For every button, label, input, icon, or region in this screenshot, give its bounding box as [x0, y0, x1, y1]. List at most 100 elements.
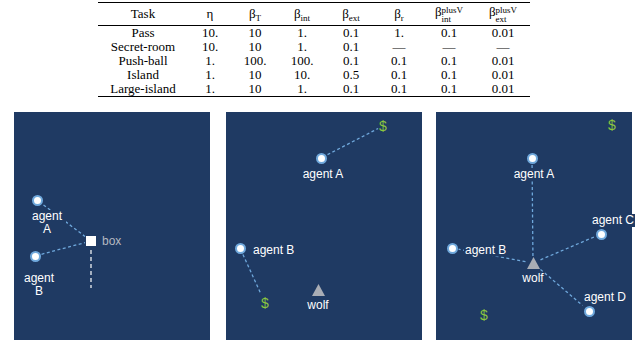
table-cell: 0.01: [476, 82, 530, 97]
table-cell-text: 0.1: [343, 53, 359, 68]
table-cell-text: η: [207, 6, 214, 21]
table-cell: 100.: [232, 54, 278, 68]
dashed-connector: [243, 255, 260, 294]
table-cell-text: —: [393, 39, 406, 54]
header-cell: βT: [232, 3, 278, 26]
table-cell-text: int: [442, 15, 464, 24]
table-cell: 1.: [278, 40, 326, 54]
table-cell-text: 1.: [205, 81, 215, 96]
table-cell: 0.1: [326, 26, 376, 41]
table-cell-text: β: [294, 6, 301, 21]
table-cell: Push-ball: [98, 54, 188, 68]
table-cell: 10.: [188, 26, 232, 41]
triangle-shape: [527, 257, 540, 269]
table-cell-text: 100.: [244, 53, 267, 68]
table-cell: 1.: [376, 26, 422, 41]
table-cell: 0.1: [326, 82, 376, 97]
reward-text: $: [261, 295, 269, 311]
table-row: Secret-room10.101.0.1———: [98, 40, 530, 54]
agent-label: agent B: [252, 244, 295, 257]
agent-label: agent B: [464, 244, 507, 257]
table-cell-text: ext: [496, 15, 518, 24]
agent-circle: agent C: [596, 229, 607, 240]
header-cell: βint: [278, 3, 326, 26]
header-cell: βr: [376, 3, 422, 26]
table-cell: 10: [232, 82, 278, 97]
agent-circle: agent A: [316, 153, 327, 164]
dashed-connector: [541, 269, 583, 305]
hyperparameter-table: TaskηβTβintβextβrβplusVintβplusVextPass1…: [98, 2, 530, 97]
table-cell: Secret-room: [98, 40, 188, 54]
table-cell-text: 0.1: [343, 81, 359, 96]
triangle-fill: [312, 284, 325, 296]
table-cell: 100.: [278, 54, 326, 68]
agent-label: agent B: [20, 272, 58, 298]
table-cell-text: plusV: [496, 6, 518, 15]
wolf-label: wolf: [306, 299, 329, 312]
table-cell-text: 0.1: [391, 81, 407, 96]
table-cell-text: β: [342, 6, 349, 21]
agent-circle: agent B: [447, 243, 458, 254]
agent-label: agent A: [513, 168, 556, 181]
agent-circle: agent B: [30, 251, 41, 262]
table-cell-text: 0.01: [492, 81, 515, 96]
table-cell: 1.: [188, 82, 232, 97]
table-cell: 0.1: [422, 54, 476, 68]
table-cell: 10.: [188, 40, 232, 54]
header-row: TaskηβTβintβextβrβplusVintβplusVext: [98, 3, 530, 26]
table-cell-text: int: [301, 13, 311, 23]
reward-text: $: [379, 118, 387, 134]
table-cell-text: 100.: [291, 53, 314, 68]
agent-circle: agent D: [584, 306, 595, 317]
table-cell: 0.1: [376, 68, 422, 82]
table-cell-text: T: [256, 13, 262, 23]
table-cell: 0.1: [422, 26, 476, 41]
table-cell-text: 0.1: [441, 25, 457, 40]
table-cell: Large-island: [98, 82, 188, 97]
table-cell: 10: [232, 26, 278, 41]
table-cell-text: 0.1: [441, 53, 457, 68]
agent-label: agent C: [591, 214, 635, 227]
dashed-connector: [328, 129, 379, 155]
agent-circle: agent A: [32, 195, 43, 206]
table-cell: 0.1: [422, 82, 476, 97]
reward-symbol: $: [480, 306, 488, 324]
table-cell-text: 0.1: [343, 39, 359, 54]
agent-label: agent D: [583, 291, 627, 304]
reward-symbol: $: [608, 116, 616, 134]
table-cell-text: Pass: [131, 25, 154, 40]
table-cell-text: 10.: [202, 39, 218, 54]
table-cell-text: 0.01: [492, 67, 515, 82]
agent-label: agent A: [302, 168, 345, 181]
goal-line: [90, 250, 91, 288]
table-cell-text: plusV: [442, 6, 464, 15]
table-cell: 10: [232, 40, 278, 54]
reward-symbol: $: [379, 117, 387, 135]
table-row: Large-island 1. 10 1. 0.1 0.1 0.1 0.01: [98, 82, 530, 97]
table-cell: Pass: [98, 26, 188, 41]
table-cell: 1.: [278, 82, 326, 97]
header-cell: βplusVint: [422, 3, 476, 26]
table-cell-text: 1.: [297, 39, 307, 54]
table-cell-text: β: [394, 6, 401, 21]
header-cell: βext: [326, 3, 376, 26]
table-cell: 0.1: [326, 40, 376, 54]
table-cell-text: 0.1: [441, 81, 457, 96]
table-cell-text: 1.: [297, 81, 307, 96]
table-cell: 0.1: [326, 54, 376, 68]
wolf-triangle: wolf: [312, 284, 325, 296]
table-cell: 0.01: [476, 26, 530, 41]
table-cell-text: 1.: [297, 25, 307, 40]
table-cell-text: r: [401, 13, 404, 23]
table-cell: 10.: [278, 68, 326, 82]
reward-text: $: [608, 117, 616, 133]
table-cell-text: β: [435, 4, 442, 19]
table-cell: 0.1: [376, 54, 422, 68]
table-cell-text: Push-ball: [118, 53, 167, 68]
box-square: box: [86, 236, 96, 246]
table-cell-text: 0.01: [492, 53, 515, 68]
table-cell-text: 1.: [205, 53, 215, 68]
sub-sup-stack: plusVint: [442, 6, 464, 24]
agent-label: agent A: [28, 210, 66, 236]
sub-sup-stack: plusVext: [496, 6, 518, 24]
